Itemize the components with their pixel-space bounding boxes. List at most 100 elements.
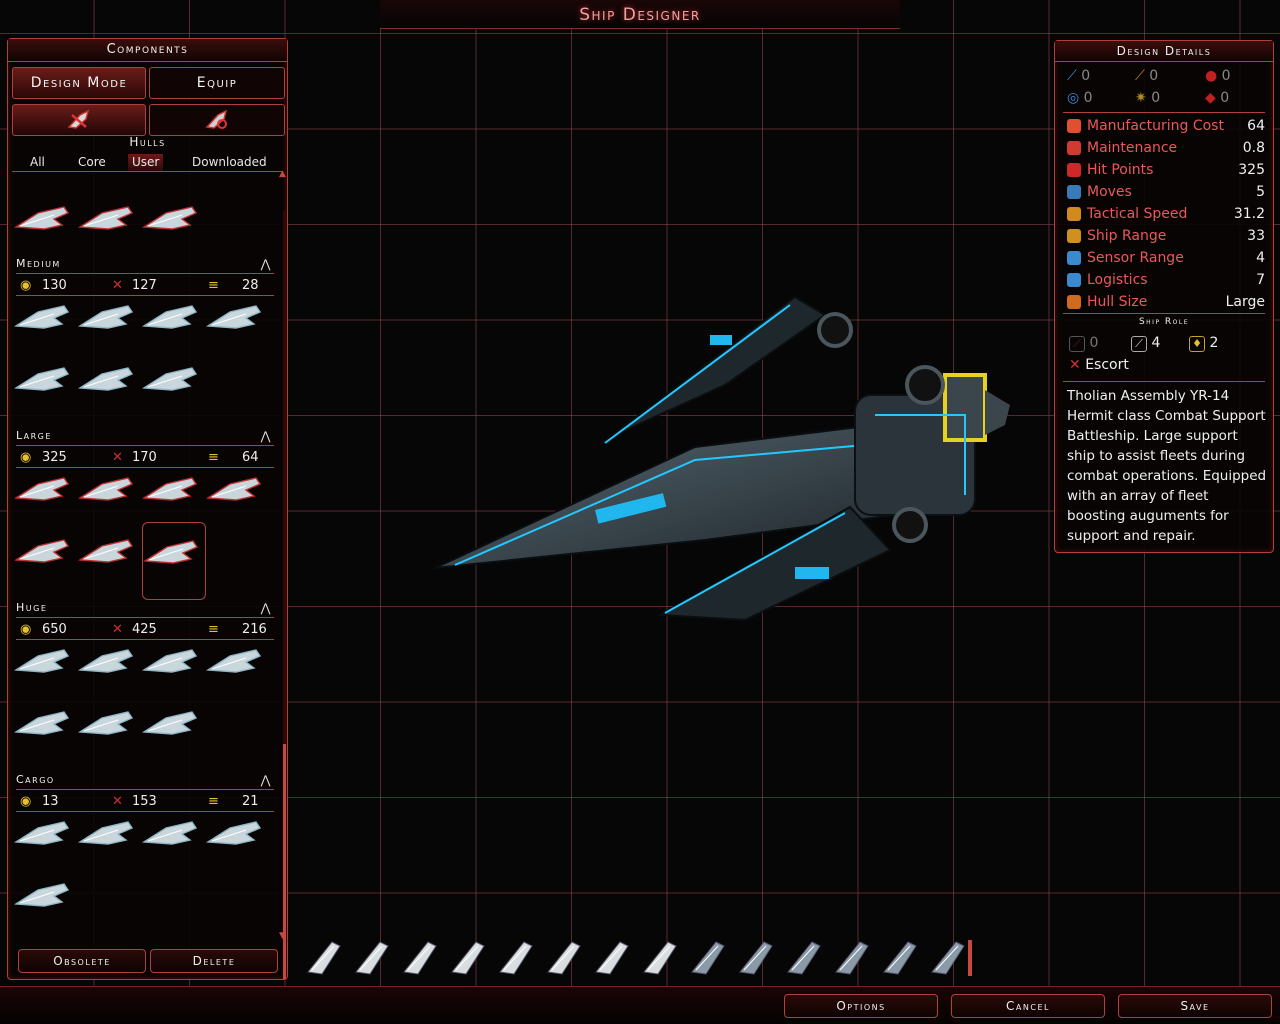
stat-label: Maintenance [1087, 140, 1178, 156]
tab-equip[interactable]: Equip [149, 67, 285, 99]
kinetic-weapon-stat: ⟋ 0 [1135, 68, 1159, 84]
design-thumbnail[interactable] [398, 936, 440, 978]
filter-downloaded[interactable]: Downloaded [192, 155, 267, 169]
design-thumbnail[interactable] [302, 936, 344, 978]
hull-thumbnail[interactable] [205, 476, 262, 504]
delete-button[interactable]: Delete [150, 949, 278, 973]
title-bar [380, 0, 900, 29]
hull-thumbnail[interactable] [77, 366, 134, 394]
category-header-cargo[interactable]: Cargo⋀ [16, 773, 274, 790]
category-stats: ◉130✕127≡28 [16, 276, 274, 294]
hull-thumbnail[interactable] [13, 648, 70, 676]
hull-thumbnail[interactable] [142, 522, 206, 600]
stat-icon [1067, 207, 1081, 221]
ship-model[interactable] [425, 285, 1025, 635]
design-thumbnail[interactable] [926, 936, 968, 978]
cost-value: 425 [132, 622, 157, 637]
bottom-divider [0, 986, 1280, 987]
obsolete-button[interactable]: Obsolete [18, 949, 146, 973]
filter-all[interactable]: All [30, 155, 45, 169]
hull-thumbnail[interactable] [77, 648, 134, 676]
filter-core[interactable]: Core [78, 155, 106, 169]
category-header-huge[interactable]: Huge⋀ [16, 601, 274, 618]
category-header-medium[interactable]: Medium⋀ [16, 257, 274, 274]
point-defense-stat: ✷ 0 [1135, 90, 1161, 106]
hull-thumbnail[interactable] [13, 476, 70, 504]
design-thumbnail[interactable] [734, 936, 776, 978]
design-thumbnail[interactable] [878, 936, 920, 978]
hull-thumbnail[interactable] [13, 820, 70, 848]
hulls-label: Hulls [129, 135, 166, 149]
hull-thumbnail[interactable] [13, 205, 70, 233]
collapse-icon[interactable]: ⋀ [260, 429, 272, 443]
hitpoints-icon: ◉ [20, 622, 32, 637]
hull-thumbnail[interactable] [141, 710, 198, 738]
cancel-button[interactable]: Cancel [951, 994, 1105, 1018]
design-thumbnail[interactable] [782, 936, 824, 978]
escort-icon: ✕ [1069, 357, 1081, 373]
design-thumbnail[interactable] [830, 936, 872, 978]
hull-thumbnail[interactable] [13, 882, 70, 910]
hull-thumbnail[interactable] [205, 304, 262, 332]
stat-value: 325 [1238, 162, 1265, 178]
stat-icon [1067, 251, 1081, 265]
scrollbar-track[interactable] [283, 211, 286, 971]
hull-thumbnail[interactable] [13, 304, 70, 332]
stat-label: Hit Points [1087, 162, 1154, 178]
collapse-icon[interactable]: ⋀ [260, 257, 272, 271]
hull-thumbnail[interactable] [77, 710, 134, 738]
hull-thumbnail[interactable] [141, 304, 198, 332]
design-thumbnail[interactable] [638, 936, 680, 978]
stat-icon [1067, 119, 1081, 133]
role-attack-stat: ⟋ 0 [1069, 335, 1098, 352]
design-thumbnail[interactable] [590, 936, 632, 978]
stat-value: 0.8 [1242, 140, 1265, 156]
collapse-icon[interactable]: ⋀ [260, 773, 272, 787]
armor-defense-stat: ◆ 0 [1205, 90, 1230, 106]
hull-thumbnail[interactable] [205, 820, 262, 848]
design-thumbnail[interactable] [494, 936, 536, 978]
hull-thumbnail[interactable] [141, 820, 198, 848]
hull-thumbnail[interactable] [141, 205, 198, 233]
collapse-icon[interactable]: ⋀ [260, 601, 272, 615]
hull-thumbnail[interactable] [77, 205, 134, 233]
hull-thumbnail[interactable] [77, 820, 134, 848]
scroll-up-icon[interactable]: ▲ [279, 169, 286, 179]
category-header-large[interactable]: Large ⋀ [16, 429, 274, 446]
scrollbar-thumb[interactable] [283, 744, 286, 979]
stat-label: Ship Range [1087, 228, 1167, 244]
detail-row-hit-points: Hit Points 325 [1065, 161, 1265, 181]
stat-label: Tactical Speed [1087, 206, 1188, 222]
role-name: ✕ Escort [1069, 357, 1129, 373]
hull-thumbnail[interactable] [77, 538, 134, 566]
stat-icon [1067, 141, 1081, 155]
design-thumbnail[interactable] [350, 936, 392, 978]
design-thumbnail[interactable] [542, 936, 584, 978]
component-icon [205, 109, 228, 129]
hull-thumbnail[interactable] [77, 304, 134, 332]
hull-thumbnail[interactable] [141, 366, 198, 394]
mass-icon: ≡ [208, 278, 219, 293]
hull-thumbnail[interactable] [13, 366, 70, 394]
page-title: Ship Designer [579, 5, 701, 25]
options-button[interactable]: Options [784, 994, 938, 1018]
design-thumbnail[interactable] [446, 936, 488, 978]
hull-thumbnail[interactable] [141, 476, 198, 504]
filter-user[interactable]: User [128, 154, 164, 171]
category-name: Large [16, 429, 52, 442]
hull-thumbnail[interactable] [141, 648, 198, 676]
tab-design-mode[interactable]: Design Mode [12, 67, 146, 99]
hull-thumbnail[interactable] [77, 476, 134, 504]
hp-value: 130 [42, 278, 67, 293]
save-button[interactable]: Save [1118, 994, 1272, 1018]
hull-thumbnail[interactable] [205, 648, 262, 676]
tab-hulls[interactable] [12, 104, 146, 136]
strip-scrollbar[interactable] [968, 940, 972, 976]
hull-thumbnail[interactable] [13, 538, 70, 566]
tab-components[interactable] [149, 104, 285, 136]
design-thumbnail[interactable] [686, 936, 728, 978]
hull-thumbnail[interactable] [13, 710, 70, 738]
scroll-down-icon[interactable]: ▼ [279, 931, 286, 941]
design-details-header: Design Details [1055, 41, 1273, 62]
